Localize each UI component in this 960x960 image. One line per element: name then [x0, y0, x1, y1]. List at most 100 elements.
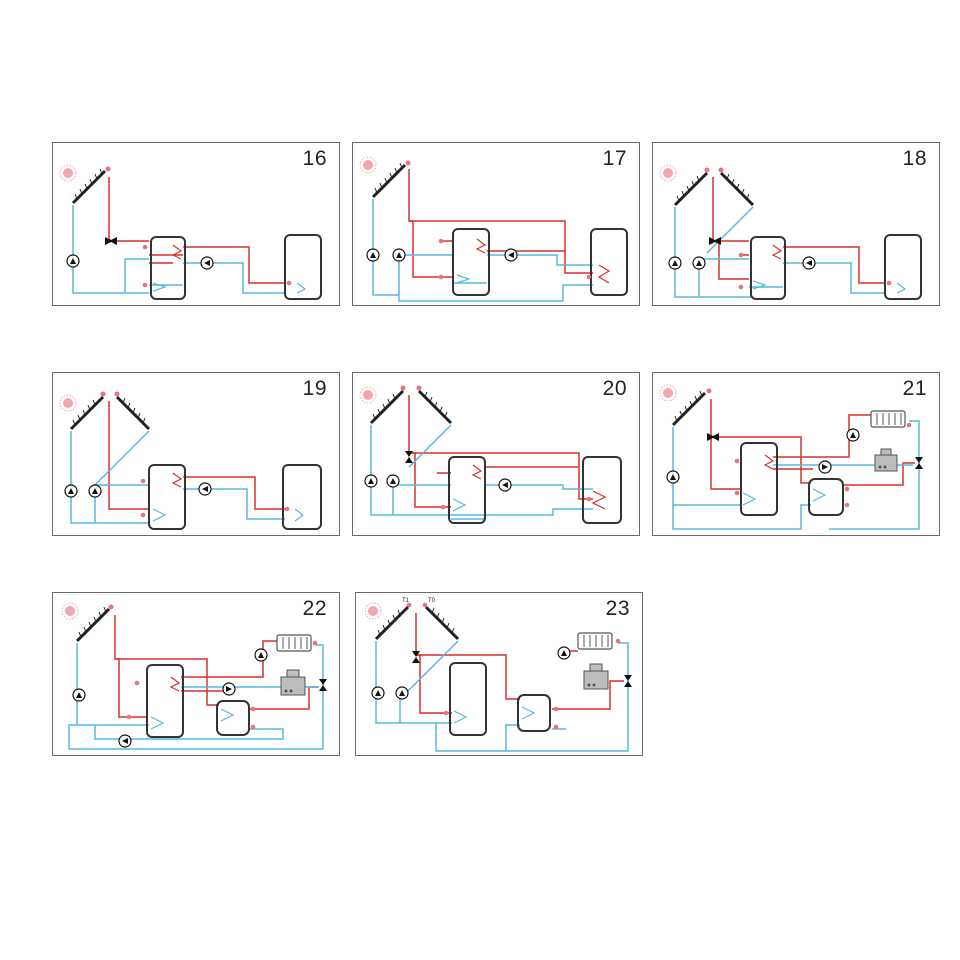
- scheme-diagram: [59, 164, 322, 300]
- storage-tank-icon: [808, 478, 844, 516]
- temperature-sensor-icon: [400, 385, 422, 391]
- temperature-sensor-icon: [140, 478, 290, 518]
- pump-icon: [846, 428, 860, 442]
- scheme-panel-17: 17: [352, 142, 640, 306]
- collector-icon: [374, 605, 460, 641]
- heat-exchanger-coil-icon: [296, 282, 307, 294]
- storage-tank-icon: [884, 234, 922, 300]
- heat-exchanger-coil-icon: [452, 464, 483, 512]
- temperature-sensor-icon: [406, 602, 428, 608]
- pump-icon: [364, 474, 378, 488]
- heat-exchanger-coil-icon: [752, 244, 783, 290]
- pump-icon: [818, 460, 832, 474]
- cold-pipes: [672, 420, 920, 530]
- heat-exchanger-coil-icon: [591, 490, 607, 510]
- heat-exchanger-coil-icon: [896, 282, 907, 294]
- pump-icon: [366, 248, 380, 262]
- heat-exchanger-coil-icon: [152, 472, 183, 522]
- three-way-valve-icon: [707, 433, 719, 441]
- three-way-valve-icon: [105, 237, 117, 245]
- scheme-panel-16: 16: [52, 142, 340, 306]
- temperature-sensor-icon: [443, 638, 621, 730]
- pump-icon: [692, 256, 706, 270]
- storage-tank-icon: [452, 228, 490, 296]
- boiler-icon: [583, 663, 609, 690]
- temperature-sensor-icon: [738, 252, 892, 290]
- collector-icon: [75, 606, 111, 643]
- collector-icon: [69, 395, 151, 431]
- temperature-sensor-icon: [706, 388, 712, 394]
- scheme-diagram: [659, 164, 922, 300]
- pump-icon: [666, 470, 680, 484]
- storage-tank-icon: [517, 694, 551, 732]
- storage-tank-icon: [448, 456, 486, 524]
- scheme-diagram: [659, 384, 923, 530]
- pump-icon: [557, 646, 571, 660]
- pump-icon: [371, 686, 385, 700]
- pump-icon: [64, 484, 78, 498]
- heat-exchanger-coil-icon: [150, 676, 181, 730]
- heat-exchanger-coil-icon: [152, 244, 183, 292]
- heat-exchanger-coil-icon: [456, 238, 487, 284]
- pump-icon: [498, 478, 512, 492]
- temperature-sensor-icon: [100, 391, 120, 397]
- storage-tank-icon: [582, 456, 622, 524]
- pump-icon: [222, 682, 236, 696]
- temperature-sensor-icon: [438, 238, 592, 280]
- pump-icon: [72, 688, 86, 702]
- three-way-valve-icon: [412, 651, 420, 663]
- sensor-label-t1: T1: [402, 598, 410, 604]
- radiator-icon: [577, 632, 613, 650]
- storage-tank-icon: [449, 662, 487, 736]
- temperature-sensor-icon: [704, 167, 724, 173]
- hot-pipes: [114, 615, 319, 718]
- collector-icon: [369, 389, 453, 425]
- three-way-valve-icon: [624, 675, 632, 687]
- temperature-sensor-icon: [105, 166, 111, 172]
- pump-icon: [504, 248, 518, 262]
- pump-icon: [88, 484, 102, 498]
- scheme-panel-19: 19: [52, 372, 340, 536]
- storage-tank-icon: [750, 236, 786, 300]
- storage-tank-icon: [148, 464, 186, 530]
- pump-icon: [254, 648, 268, 662]
- three-way-valve-icon: [405, 451, 413, 463]
- cold-pipes: [372, 199, 593, 302]
- three-way-valve-icon: [319, 679, 327, 691]
- scheme-panel-20: 20: [352, 372, 640, 536]
- three-way-valve-icon: [915, 457, 923, 469]
- pump-icon: [118, 734, 132, 748]
- cold-pipes: [375, 640, 629, 752]
- panel-number: 19: [302, 377, 327, 400]
- pump-icon: [802, 256, 816, 270]
- pump-icon: [386, 474, 400, 488]
- temperature-sensor-icon: [126, 640, 318, 730]
- radiator-icon: [276, 634, 312, 652]
- storage-tank-icon: [590, 228, 628, 296]
- temperature-sensor-icon: [405, 160, 411, 166]
- storage-tank-icon: [282, 464, 322, 530]
- collector-icon: [673, 171, 755, 207]
- sun-icon: [364, 602, 382, 620]
- sun-icon: [59, 164, 77, 182]
- scheme-panel-21: 21: [652, 372, 940, 536]
- sun-icon: [659, 164, 677, 182]
- pump-icon: [198, 482, 212, 496]
- temperature-sensor-icon: [142, 244, 292, 288]
- hot-pipes: [108, 401, 285, 510]
- scheme-panel-18: 18: [652, 142, 940, 306]
- heat-exchanger-coil-icon: [521, 706, 536, 720]
- temperature-sensor-icon: [440, 496, 592, 510]
- scheme-diagram: [61, 602, 327, 750]
- pump-icon: [395, 686, 409, 700]
- collector-icon: [371, 162, 407, 199]
- heat-exchanger-coil-icon: [294, 508, 304, 522]
- scheme-diagram: [359, 385, 622, 524]
- collector-icon: [71, 168, 107, 205]
- sun-icon: [359, 386, 377, 404]
- storage-tank-icon: [284, 234, 322, 300]
- panel-number: 21: [902, 377, 927, 400]
- heat-exchanger-coil-icon: [220, 708, 235, 722]
- panel-number: 22: [302, 597, 327, 620]
